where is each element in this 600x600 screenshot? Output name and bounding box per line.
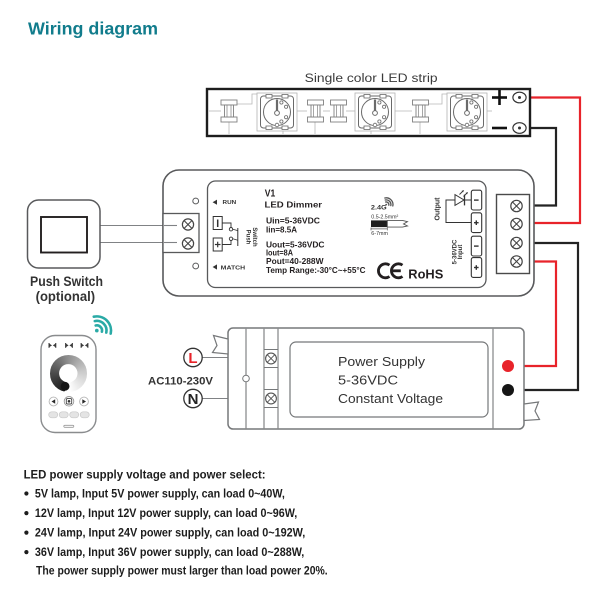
svg-text:(optional): (optional): [36, 289, 96, 304]
svg-text:5-36VDC: 5-36VDC: [338, 372, 398, 387]
svg-text:L: L: [188, 350, 197, 367]
svg-text:Temp Range:-30°C~+55°C: Temp Range:-30°C~+55°C: [266, 266, 366, 275]
svg-text:RoHS: RoHS: [408, 267, 443, 282]
svg-text:RUN: RUN: [223, 200, 237, 206]
svg-text:LED Dimmer: LED Dimmer: [265, 200, 323, 209]
svg-text:Uout=5-36VDC: Uout=5-36VDC: [266, 240, 325, 249]
svg-text:Uin=5-36VDC: Uin=5-36VDC: [266, 217, 320, 226]
svg-text:Input: Input: [458, 245, 464, 260]
svg-text:Constant Voltage: Constant Voltage: [338, 391, 443, 406]
svg-text:MATCH: MATCH: [221, 265, 246, 271]
svg-text:0.5-2.5mm²: 0.5-2.5mm²: [371, 214, 398, 220]
svg-text:5-36VDC: 5-36VDC: [453, 239, 459, 264]
svg-text:Wiring diagram: Wiring diagram: [28, 19, 158, 39]
svg-text:Pout=40-288W: Pout=40-288W: [266, 257, 324, 266]
svg-text:The power supply power must la: The power supply power must larger than …: [36, 565, 328, 578]
svg-text:LED power supply voltage and p: LED power supply voltage and power selec…: [24, 469, 266, 482]
svg-text:24V lamp, Input 24V power supp: 24V lamp, Input 24V power supply, can lo…: [35, 527, 305, 540]
svg-text:V1: V1: [265, 188, 276, 199]
svg-text:Switch: Switch: [251, 227, 257, 247]
svg-text:6-7mm: 6-7mm: [371, 231, 388, 237]
svg-text:2.4G: 2.4G: [371, 204, 387, 211]
svg-text:Iin=8.5A: Iin=8.5A: [266, 225, 297, 234]
svg-text:36V lamp, Input 36V power supp: 36V lamp, Input 36V power supply, can lo…: [35, 546, 304, 559]
svg-text:AC110-230V: AC110-230V: [148, 376, 214, 388]
svg-text:Iout=8A: Iout=8A: [266, 249, 293, 258]
svg-text:Single color LED strip: Single color LED strip: [305, 71, 438, 85]
svg-text:Power Supply: Power Supply: [338, 354, 426, 369]
svg-text:5V lamp, Input 5V power supply: 5V lamp, Input 5V power supply, can load…: [35, 487, 285, 500]
svg-text:N: N: [188, 391, 199, 408]
svg-text:Output: Output: [435, 197, 442, 221]
svg-text:12V lamp, Input 12V power supp: 12V lamp, Input 12V power supply, can lo…: [35, 507, 297, 520]
svg-text:Push Switch: Push Switch: [30, 274, 103, 289]
svg-text:Push: Push: [245, 230, 251, 245]
